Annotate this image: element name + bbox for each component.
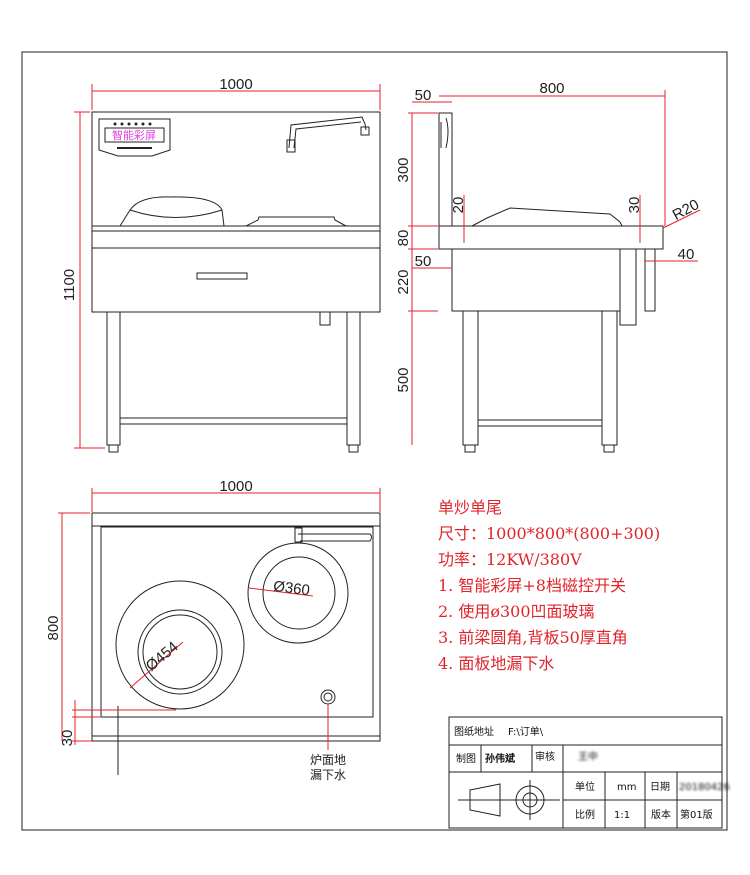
drawer-handle (196, 272, 248, 280)
drain-label-line2: 漏下水 (310, 768, 346, 782)
upper-lip-dim: 20 (450, 197, 467, 214)
spec-item-2: 2. 使用ø300凹面玻璃 (438, 602, 595, 621)
burner-icon (245, 216, 347, 227)
backsplash-height-dim: 300 (395, 157, 412, 182)
spec-item-1: 1. 智能彩屏+8档磁控开关 (438, 576, 626, 595)
burner-ring (247, 542, 349, 644)
unit-value: mm (617, 782, 636, 793)
version-value: 第01版 (680, 808, 713, 821)
top-view: Ø454 Ø360 炉面地 漏下水 1000 800 30 (45, 478, 381, 782)
apron-height-dim: 220 (395, 269, 412, 294)
wok-diameter-dim: Ø454 (143, 638, 182, 675)
spec-title: 单炒单尾 (438, 498, 503, 517)
unit-label: 单位 (575, 780, 595, 793)
path-value: F:\订单\ (508, 726, 544, 738)
title-block: 图纸地址 F:\订单\ 制图 孙伟斌 审核 王中 单位 mm 日期 201804… (448, 716, 730, 829)
front-overhang-dim: 40 (678, 246, 695, 263)
drawn-label: 制图 (456, 752, 476, 765)
spec-item-4: 4. 面板地漏下水 (438, 654, 555, 673)
top-width-dim: 1000 (219, 478, 252, 495)
spec-item-3: 3. 前梁圆角,背板50厚直角 (438, 628, 628, 647)
smart-screen-panel: 智能彩屏 (98, 118, 171, 157)
spec-size: 尺寸：1000*800*(800+300) (438, 524, 661, 543)
review-label: 审核 (535, 750, 555, 763)
side-depth-dim: 800 (539, 80, 564, 97)
corner-radius-dim: R20 (670, 196, 702, 224)
wok-icon (119, 196, 225, 227)
date-label: 日期 (650, 781, 670, 793)
front-width-dim: 1000 (219, 76, 252, 93)
front-lip-dim: 30 (626, 197, 643, 214)
front-view: 智能彩屏 1000 1100 (61, 76, 381, 453)
projection-symbol-icon (458, 780, 560, 820)
burner-diameter-dim: Ø360 (272, 578, 311, 599)
backsplash-thickness-dim: 50 (415, 87, 432, 104)
faucet-icon (288, 116, 367, 149)
side-view: 800 50 300 80 220 500 50 20 30 R20 40 (395, 80, 702, 453)
spec-power: 功率：12KW/380V (438, 550, 582, 569)
drawing-frame (21, 51, 728, 831)
path-label: 图纸地址 (454, 725, 494, 738)
scale-value: 1:1 (614, 810, 630, 821)
edge-dim: 30 (59, 730, 76, 747)
faucet-top-icon (298, 533, 372, 542)
front-height-dim: 1100 (61, 269, 78, 301)
apron-offset-dim: 50 (415, 253, 432, 270)
wok-ring (115, 580, 245, 710)
review-value: 王中 (578, 750, 598, 763)
leg-height-dim: 500 (395, 367, 412, 392)
drain-label-line1: 炉面地 (310, 753, 346, 767)
scale-label: 比例 (575, 808, 595, 821)
screen-label: 智能彩屏 (112, 128, 156, 142)
counter-thickness-dim: 80 (395, 230, 412, 247)
version-label: 版本 (651, 808, 671, 821)
top-depth-dim: 800 (45, 615, 62, 640)
drawn-value: 孙伟斌 (485, 752, 515, 765)
drain-icon (320, 689, 336, 705)
date-value: 20180426 (679, 782, 730, 793)
